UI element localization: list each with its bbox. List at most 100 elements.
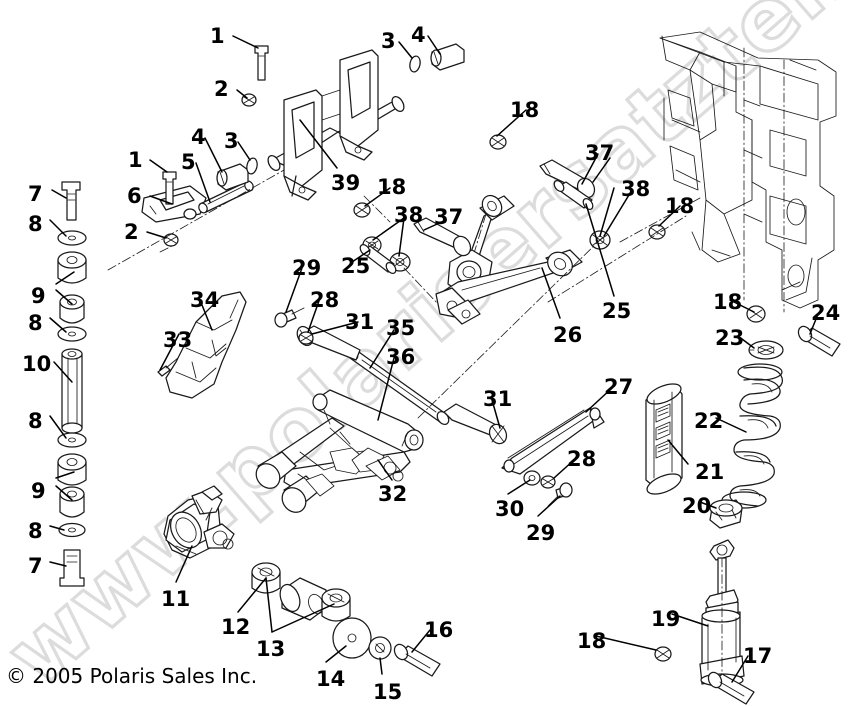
part-31-bolt-b bbox=[443, 403, 508, 445]
callout-number: 36 bbox=[386, 345, 416, 369]
callout-number: 5 bbox=[181, 150, 196, 174]
callout-number: 39 bbox=[331, 171, 361, 195]
callout-number: 1 bbox=[210, 24, 225, 48]
chassis-reference-drawing bbox=[659, 31, 837, 313]
callout-number: 2 bbox=[124, 220, 139, 244]
part-10-pivot-sleeve bbox=[61, 348, 83, 434]
callout-number: 28 bbox=[310, 288, 340, 312]
callout-number: 28 bbox=[567, 447, 597, 471]
part-16-bolt bbox=[393, 643, 441, 677]
part-25-sleeve-a bbox=[359, 243, 397, 275]
callout-number: 35 bbox=[386, 316, 416, 340]
part-28-nut-a bbox=[298, 331, 314, 345]
callout-number: 19 bbox=[651, 607, 681, 631]
callout-number: 37 bbox=[434, 205, 464, 229]
part-20-spring-retainer bbox=[709, 499, 743, 529]
callout-number: 25 bbox=[341, 254, 371, 278]
part-1-bolt-left bbox=[162, 171, 177, 205]
part-3-ring-left bbox=[246, 157, 258, 175]
part-18-nut-a bbox=[489, 134, 507, 150]
callout-number: 23 bbox=[715, 326, 745, 350]
callout-number: 37 bbox=[585, 141, 615, 165]
callout-number: 14 bbox=[316, 667, 346, 691]
callout-number: 12 bbox=[221, 615, 251, 639]
part-9-bushing-upper-a bbox=[57, 251, 87, 284]
callout-number: 31 bbox=[483, 387, 513, 411]
part-18-nut-c bbox=[353, 202, 371, 218]
callout-number: 38 bbox=[621, 177, 651, 201]
callout-number: 9 bbox=[31, 479, 46, 503]
part-8-washer-3 bbox=[57, 432, 87, 448]
part-32-trailing-arm bbox=[255, 389, 424, 513]
callout-number: 11 bbox=[161, 587, 191, 611]
part-29-screw-b bbox=[547, 482, 573, 507]
part-5-stabilizer-link bbox=[198, 180, 254, 214]
callout-number: 31 bbox=[345, 310, 375, 334]
part-21-preload-sleeve bbox=[645, 383, 683, 495]
callout-number: 26 bbox=[553, 323, 583, 347]
callout-number: 8 bbox=[28, 212, 43, 236]
part-25-sleeve-b bbox=[553, 179, 594, 211]
part-13-sleeve bbox=[279, 577, 327, 621]
callout-number: 21 bbox=[695, 460, 725, 484]
callout-number: 16 bbox=[424, 618, 454, 642]
callout-number: 8 bbox=[28, 519, 43, 543]
callout-number: 9 bbox=[31, 284, 46, 308]
part-37-bolt-a bbox=[413, 217, 472, 257]
callout-number: 33 bbox=[163, 328, 193, 352]
copyright-notice: © 2005 Polaris Sales Inc. bbox=[6, 664, 258, 688]
part-24-bolt bbox=[797, 325, 841, 357]
callout-number: 18 bbox=[510, 98, 540, 122]
part-29-screw-a bbox=[274, 307, 305, 328]
part-9-bushing-upper-b bbox=[59, 294, 85, 324]
callout-number: 18 bbox=[665, 194, 695, 218]
part-13-bushing-right bbox=[321, 588, 351, 622]
part-11-hub-carrier bbox=[163, 485, 235, 559]
callout-number: 24 bbox=[811, 301, 841, 325]
part-9-bushing-lower-a bbox=[57, 453, 87, 486]
callout-number: 20 bbox=[682, 494, 712, 518]
callout-number: 13 bbox=[256, 637, 286, 661]
callout-number: 4 bbox=[411, 23, 426, 47]
part-9-bushing-lower-b bbox=[59, 486, 85, 518]
callout-number: 2 bbox=[214, 77, 229, 101]
part-4-bushing-top bbox=[430, 43, 465, 71]
part-34-mud-shield bbox=[165, 291, 247, 399]
callout-number: 18 bbox=[577, 629, 607, 653]
part-7-bolt-lower bbox=[59, 549, 85, 587]
callout-number: 17 bbox=[743, 644, 773, 668]
callout-number: 3 bbox=[224, 129, 239, 153]
callout-number: 25 bbox=[602, 299, 632, 323]
callout-number: 29 bbox=[526, 521, 556, 545]
part-33-screw bbox=[157, 357, 179, 377]
callout-number: 29 bbox=[292, 256, 322, 280]
part-23-spring-seat-washer bbox=[748, 340, 784, 360]
callout-number: 34 bbox=[190, 288, 220, 312]
callout-number: 38 bbox=[394, 203, 424, 227]
callout-number: 1 bbox=[128, 148, 143, 172]
callout-number: 32 bbox=[378, 482, 408, 506]
callout-number: 8 bbox=[28, 311, 43, 335]
callout-number: 6 bbox=[127, 184, 142, 208]
part-2-nut-left bbox=[163, 233, 179, 247]
part-22-coil-spring bbox=[721, 363, 783, 509]
callout-number: 22 bbox=[694, 409, 724, 433]
part-3-ring-top bbox=[409, 55, 421, 73]
part-7-bolt-upper bbox=[61, 181, 81, 221]
part-18-nut-d bbox=[746, 305, 766, 323]
part-26-radius-rod bbox=[435, 194, 583, 325]
part-27-brake-line-guard bbox=[501, 407, 605, 475]
callout-number: 18 bbox=[713, 290, 743, 314]
part-39-stabilizer-bar bbox=[267, 49, 405, 201]
callout-number: 8 bbox=[28, 409, 43, 433]
part-6-stabilizer-arm bbox=[141, 185, 207, 223]
callout-number: 27 bbox=[604, 375, 634, 399]
callout-number: 7 bbox=[28, 182, 43, 206]
part-8-washer-4 bbox=[58, 522, 86, 538]
part-18-nut-e bbox=[654, 646, 672, 662]
part-4-bushing-left bbox=[216, 163, 249, 191]
callout-number: 15 bbox=[373, 680, 403, 704]
callout-number: 4 bbox=[191, 125, 206, 149]
